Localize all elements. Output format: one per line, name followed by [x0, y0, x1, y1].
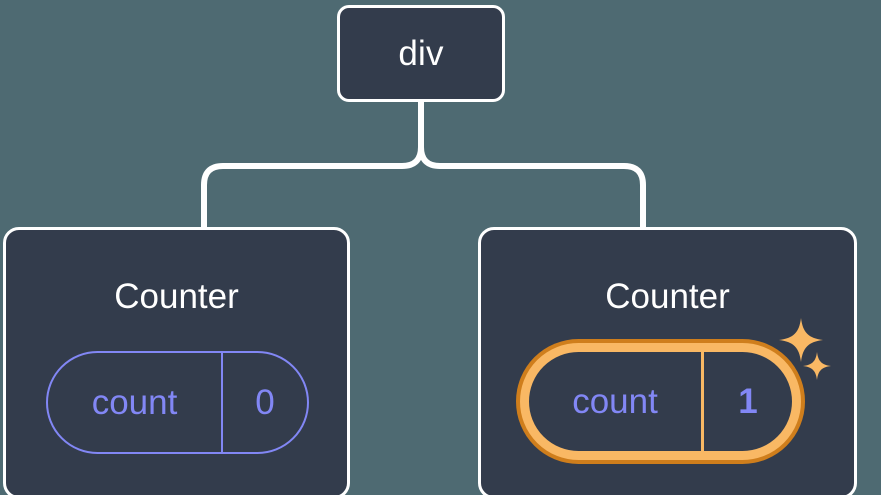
node-counter-right[interactable]: Counter count 1: [478, 227, 857, 495]
sparkle-small-icon: [803, 352, 831, 380]
node-counter-left[interactable]: Counter count 0: [3, 227, 350, 495]
state-pill-count-right[interactable]: count 1: [520, 343, 801, 460]
node-div-label: div: [398, 34, 444, 73]
state-key-label: count: [529, 352, 704, 451]
node-counter-right-title: Counter: [605, 277, 730, 316]
state-value-label: 1: [738, 381, 758, 421]
sparkle-large-icon: [779, 318, 823, 362]
state-value-label: 0: [255, 382, 275, 422]
node-div[interactable]: div: [337, 5, 505, 102]
state-pill-count-left[interactable]: count 0: [46, 351, 309, 454]
state-key-label: count: [48, 353, 223, 452]
node-counter-left-title: Counter: [114, 277, 239, 316]
